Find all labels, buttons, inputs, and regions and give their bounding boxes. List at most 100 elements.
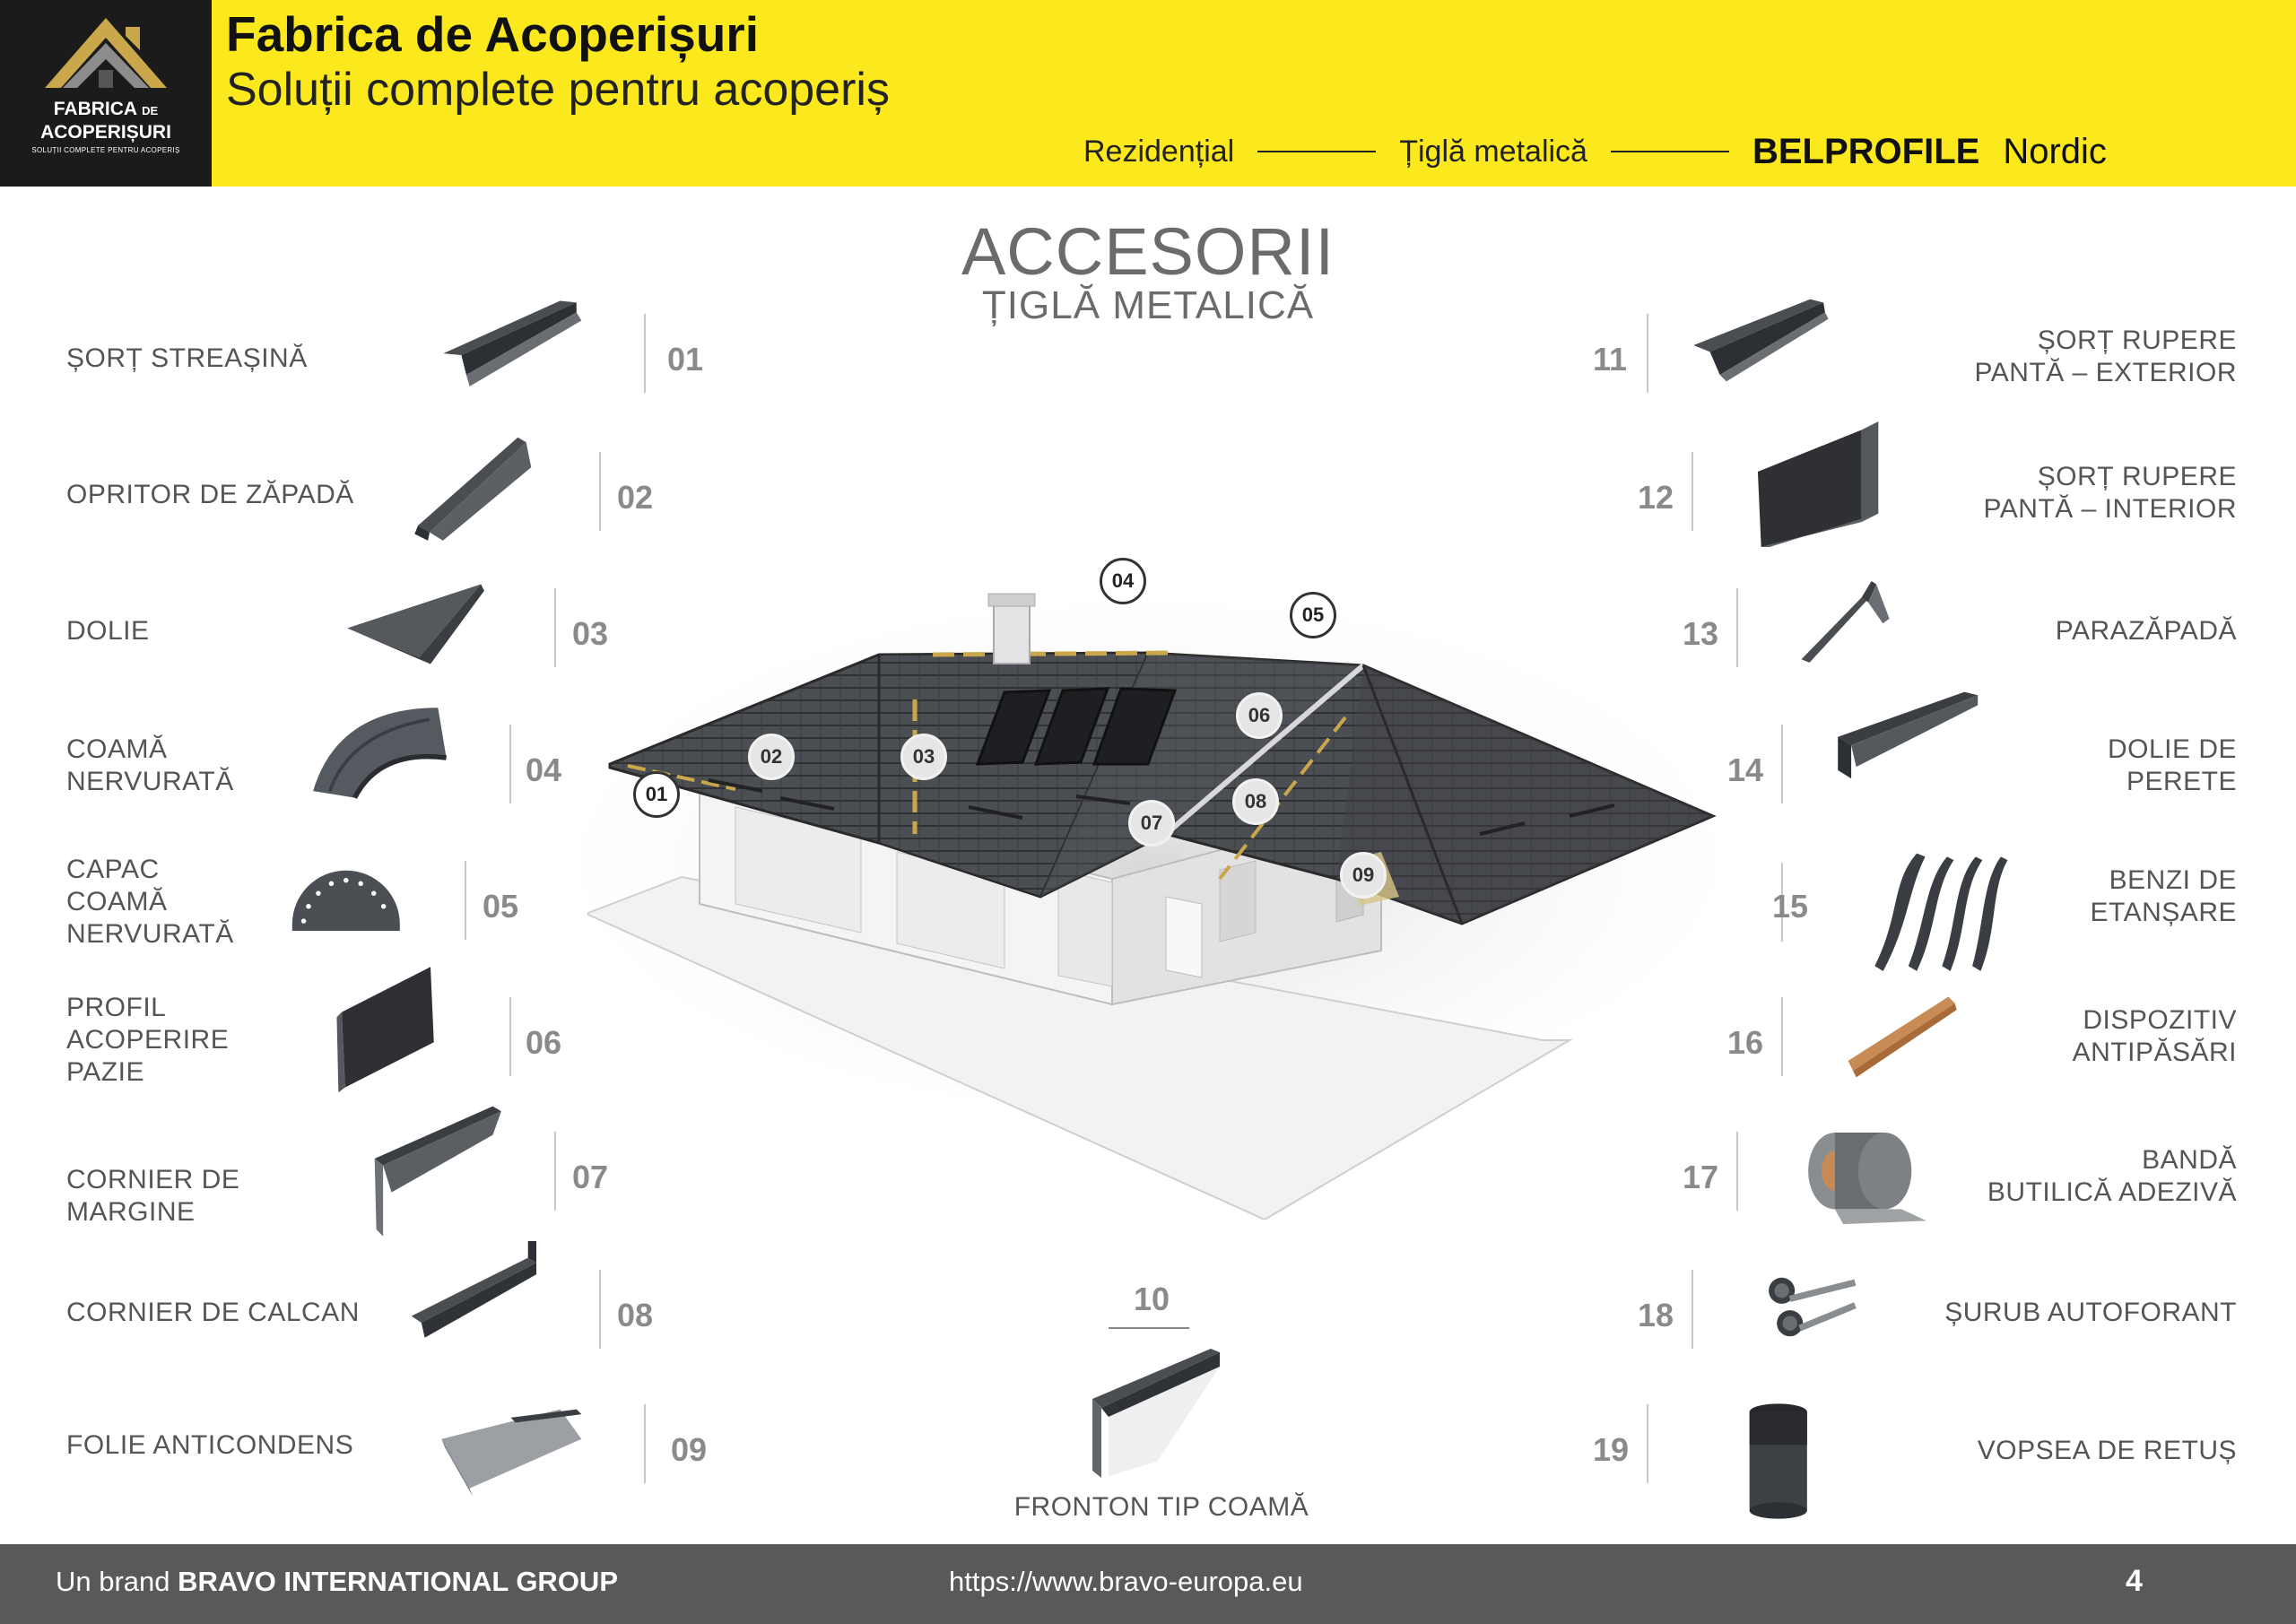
gable-profile-icon[interactable] — [330, 961, 456, 1105]
breadcrumb-item-residential[interactable]: Rezidențial — [1083, 134, 1235, 169]
paint-can-icon[interactable] — [1736, 1399, 1835, 1533]
breadcrumb-separator — [1257, 151, 1377, 152]
item-label-line: OPRITOR DE ZĂPADĂ — [66, 480, 354, 509]
item-label-line: DOLIE — [66, 616, 150, 646]
item-divider — [1692, 452, 1693, 531]
item-label-line: PAZIE — [66, 1057, 144, 1087]
house-marker-01[interactable]: 01 — [633, 771, 680, 818]
membrane-icon[interactable] — [434, 1406, 596, 1507]
wall-angle-icon[interactable] — [402, 1241, 554, 1358]
house-marker-08[interactable]: 08 — [1232, 778, 1279, 825]
house-marker-05[interactable]: 05 — [1290, 592, 1336, 638]
wall-valley-icon[interactable] — [1830, 687, 1991, 803]
gable-ridge-icon[interactable] — [1085, 1345, 1229, 1480]
brand-logo[interactable]: FABRICA DE ACOPERIȘURI SOLUȚII COMPLETE … — [0, 0, 212, 187]
item-number-18: 18 — [1638, 1297, 1674, 1333]
item-label-line: CAPAC — [66, 855, 160, 884]
item-label-line: NERVURATĂ — [66, 767, 234, 796]
butyl-tape-icon[interactable] — [1792, 1121, 1944, 1238]
breadcrumb-separator — [1610, 151, 1729, 152]
sealing-strips-icon[interactable] — [1866, 848, 2027, 983]
breadcrumb-item-metal-tile[interactable]: Țiglă metalică — [1399, 134, 1587, 169]
item-number-07: 07 — [572, 1159, 609, 1195]
house-marker-07[interactable]: 07 — [1128, 800, 1175, 847]
item-divider — [1736, 588, 1738, 667]
item-number-05: 05 — [483, 888, 519, 925]
item-label-line: ȘORȚ RUPERE — [2037, 462, 2237, 491]
house-marker-03[interactable]: 03 — [900, 734, 947, 780]
screw-icon[interactable] — [1756, 1266, 1873, 1356]
item-divider — [465, 861, 466, 940]
snow-guard-icon[interactable] — [1792, 581, 1909, 671]
item-label-line: ȘORȚ STREAȘINĂ — [66, 343, 308, 373]
item-label-line: BUTILICĂ ADEZIVĂ — [1987, 1177, 2237, 1207]
brand-subtitle: Soluții complete pentru acoperiș — [226, 64, 890, 116]
item-divider — [1736, 1132, 1738, 1211]
item-label-02: OPRITOR DE ZĂPADĂ — [66, 479, 354, 511]
item-label-line: DOLIE DE — [2107, 734, 2237, 764]
page-title: ACCESORII — [961, 214, 1335, 289]
house-marker-04[interactable]: 04 — [1100, 558, 1146, 604]
breadcrumb-brand: BELPROFILE — [1752, 131, 1980, 171]
item-label-line: MARGINE — [66, 1197, 196, 1227]
item-label-line: ANTIPĂSĂRI — [2072, 1038, 2237, 1067]
snow-stopper-icon[interactable] — [409, 434, 544, 551]
footer-bar: Un brand BRAVO INTERNATIONAL GROUP https… — [0, 1544, 2296, 1624]
item-divider — [1647, 1404, 1648, 1483]
logo-wordmark: FABRICA DE ACOPERIȘURI — [40, 99, 171, 143]
item-divider — [1109, 1327, 1189, 1329]
item-label-03: DOLIE — [66, 615, 150, 647]
item-divider — [554, 588, 556, 667]
bird-guard-icon[interactable] — [1840, 992, 1966, 1090]
item-number-03: 03 — [572, 615, 609, 652]
house-marker-06[interactable]: 06 — [1236, 692, 1283, 739]
item-label-line: NERVURATĂ — [66, 919, 234, 949]
item-label-line: BANDĂ — [2142, 1145, 2237, 1175]
item-divider — [599, 1270, 601, 1349]
brand-title: Fabrica de Acoperișuri — [226, 6, 759, 62]
item-label-line: ETANȘARE — [2090, 898, 2237, 927]
ribbed-ridge-icon[interactable] — [303, 699, 465, 816]
item-divider — [554, 1132, 556, 1211]
item-label-line: PANTĂ – INTERIOR — [1983, 494, 2237, 524]
break-flashing-int-icon[interactable] — [1752, 421, 1887, 547]
item-label-line: PANTĂ – EXTERIOR — [1974, 358, 2237, 387]
roof-logo-icon — [45, 18, 167, 88]
house-marker-09[interactable]: 09 — [1340, 852, 1387, 899]
footer-brand: Un brand BRAVO INTERNATIONAL GROUP — [56, 1566, 618, 1597]
item-label-10: FRONTON TIP COAMĂ — [1013, 1492, 1309, 1522]
valley-icon[interactable] — [337, 579, 504, 669]
edge-angle-icon[interactable] — [366, 1101, 518, 1245]
item-label-line: PERETE — [2126, 767, 2237, 796]
footer-url-link[interactable]: https://www.bravo-europa.eu — [949, 1566, 1303, 1597]
item-label-line: COAMĂ — [66, 734, 168, 764]
item-number-15: 15 — [1772, 888, 1809, 925]
item-label-09: FOLIE ANTICONDENS — [66, 1429, 353, 1462]
item-divider — [1647, 314, 1648, 393]
item-divider — [644, 314, 646, 393]
item-number-11: 11 — [1593, 341, 1628, 378]
item-divider — [599, 452, 601, 531]
item-number-04: 04 — [526, 751, 562, 788]
item-divider — [509, 997, 511, 1076]
item-label-line: VOPSEA DE RETUȘ — [1977, 1436, 2237, 1465]
item-label-13: PARAZĂPADĂ — [2056, 615, 2237, 647]
breadcrumb-model: Nordic — [2003, 131, 2107, 171]
item-divider — [1781, 997, 1783, 1076]
item-number-17: 17 — [1683, 1159, 1719, 1195]
item-number-14: 14 — [1727, 751, 1764, 788]
break-flashing-ext-icon[interactable] — [1684, 296, 1846, 395]
page-subtitle: ȚIGLĂ METALICĂ — [981, 283, 1315, 327]
breadcrumb: Rezidențial Țiglă metalică BELPROFILE No… — [1083, 129, 2107, 174]
eaves-flashing-icon[interactable] — [434, 296, 596, 395]
house-marker-02[interactable]: 02 — [748, 734, 795, 780]
item-number-13: 13 — [1683, 615, 1719, 652]
item-divider — [1781, 725, 1783, 803]
ridge-cap-icon[interactable] — [282, 859, 425, 949]
item-label-line: ȘORȚ RUPERE — [2037, 326, 2237, 355]
